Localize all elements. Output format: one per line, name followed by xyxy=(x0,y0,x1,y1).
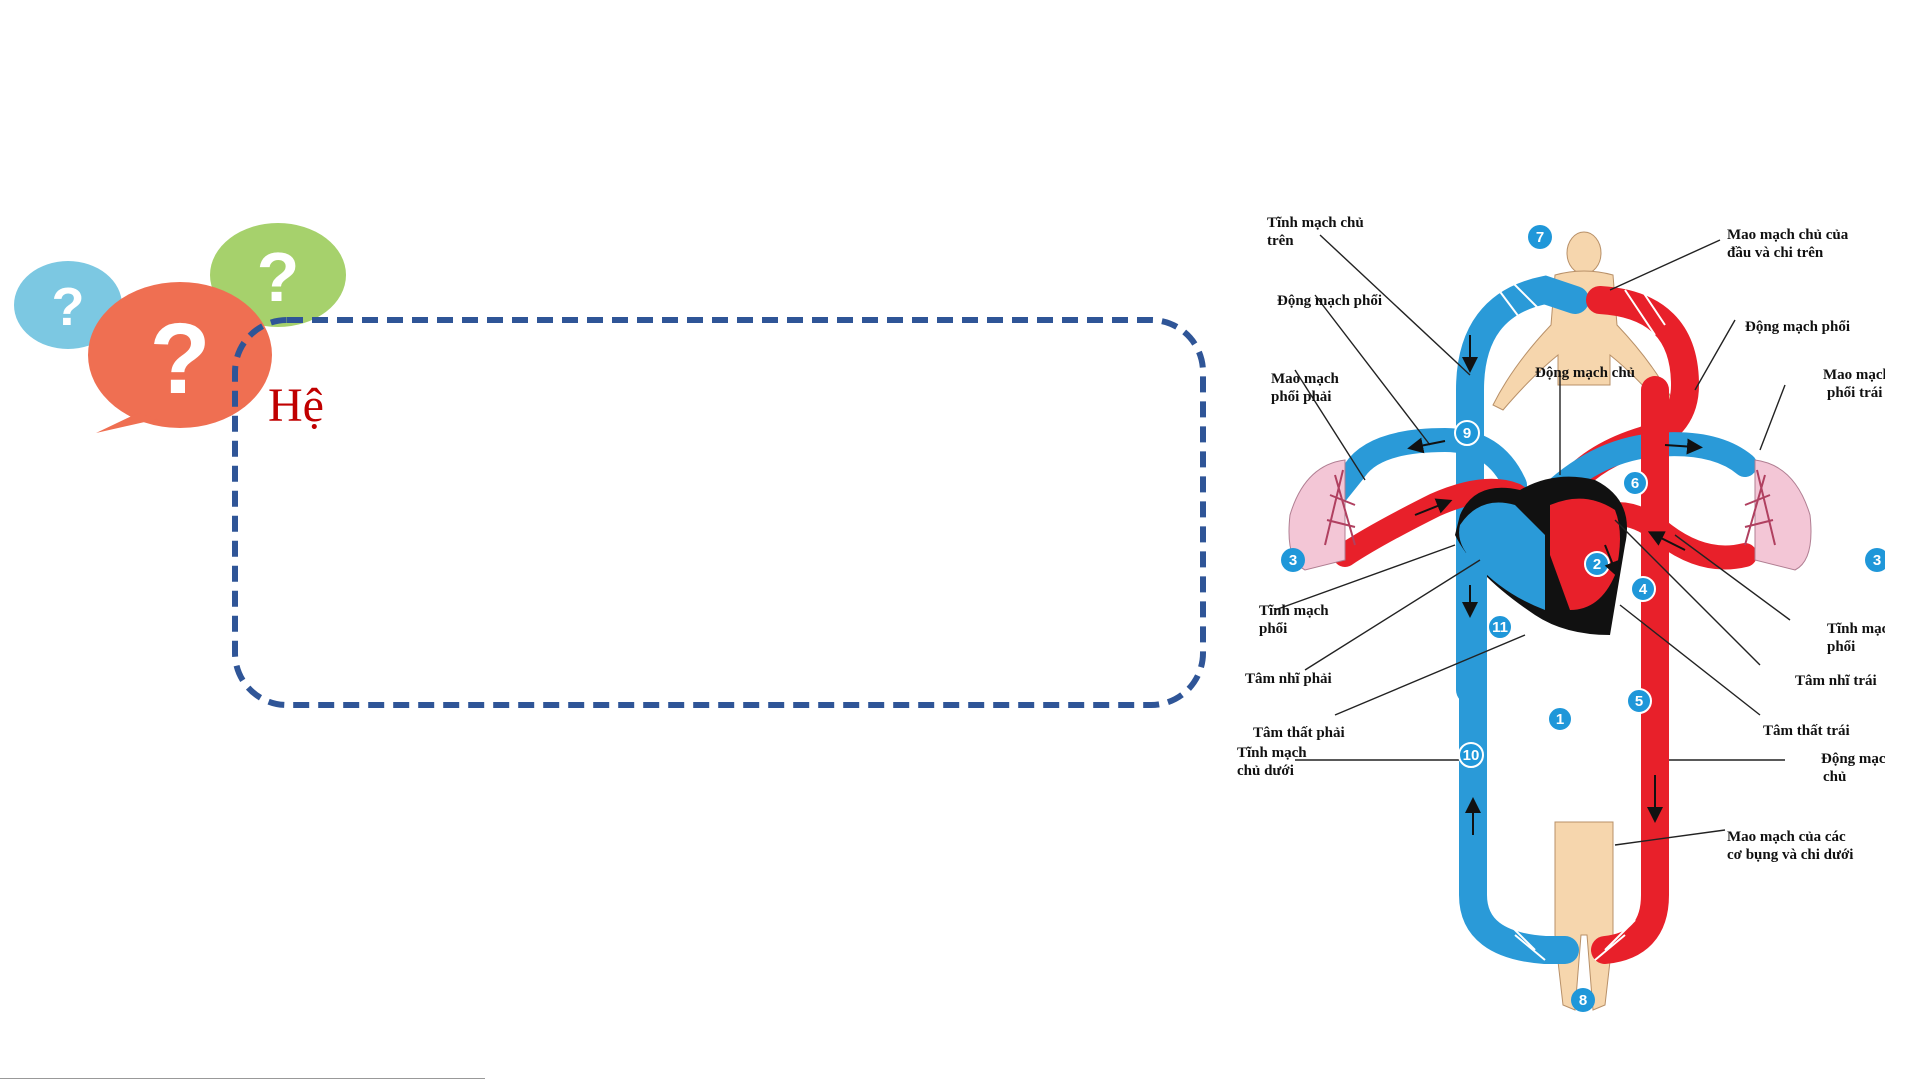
svg-text:Tâm thất trái: Tâm thất trái xyxy=(1763,723,1850,739)
svg-text:Tâm nhĩ trái: Tâm nhĩ trái xyxy=(1795,673,1877,689)
svg-text:3: 3 xyxy=(1873,552,1881,569)
label-mao-mach-phoi-phai-line2: phổi phải xyxy=(1271,389,1331,405)
badge-3-left: 3 xyxy=(1281,548,1305,572)
svg-text:Tĩnh mạch: Tĩnh mạch xyxy=(1237,745,1307,761)
question-bubbles: ? ? ? xyxy=(14,223,346,433)
svg-text:Động mạch phổi: Động mạch phổi xyxy=(1277,293,1382,309)
svg-text:Tâm thất phải: Tâm thất phải xyxy=(1253,725,1345,741)
lung-capillaries-left xyxy=(1324,469,1356,546)
upper-body-figure xyxy=(1492,231,1676,411)
label-mao-mach-co-bung-line2: cơ bụng và chi dưới xyxy=(1727,847,1853,863)
label-mao-mach-phoi-trai-line2: phổi trái xyxy=(1827,385,1882,401)
label-tinh-mach-chu-duoi-line2: chủ dưới xyxy=(1237,763,1294,779)
badge-3-right: 3 xyxy=(1865,548,1885,572)
badge-4: 4 xyxy=(1630,576,1656,602)
label-tinh-mach-phoi-right-line2: phổi xyxy=(1827,639,1855,655)
svg-text:10: 10 xyxy=(1463,747,1480,764)
badge-9: 9 xyxy=(1454,420,1480,446)
label-mao-mach-phoi-trai-line1: Mao mạch xyxy=(1823,367,1885,383)
label-tam-nhi-trai: Tâm nhĩ trái xyxy=(1795,673,1877,689)
blue-question-bubble-icon: ? xyxy=(14,261,122,355)
label-dong-mach-phoi-left: Động mạch phổi xyxy=(1277,293,1382,309)
badge-1: 1 xyxy=(1547,706,1573,732)
svg-text:Động mạch: Động mạch xyxy=(1821,751,1885,767)
bubble-glyph: ? xyxy=(52,277,85,337)
flow-arrows xyxy=(1407,335,1703,835)
svg-text:phổi: phổi xyxy=(1827,639,1855,655)
inferior-vena-cava-vessel xyxy=(1459,551,1579,964)
svg-text:3: 3 xyxy=(1289,552,1297,569)
label-tinh-mach-phoi-left-line2: phổi xyxy=(1259,621,1287,637)
badge-2: 2 xyxy=(1584,551,1610,577)
svg-text:đầu và chi trên: đầu và chi trên xyxy=(1727,245,1824,261)
label-tinh-mach-chu-duoi-line1: Tĩnh mạch xyxy=(1237,745,1307,761)
label-mao-mach-chu-dau-line2: đầu và chi trên xyxy=(1727,245,1824,261)
svg-text:cơ bụng và chi dưới: cơ bụng và chi dưới xyxy=(1727,847,1853,863)
label-tam-nhi-phai: Tâm nhĩ phải xyxy=(1245,671,1332,687)
lung-capillaries-right xyxy=(1744,469,1776,546)
label-mao-mach-chu-dau-line1: Mao mạch chủ của xyxy=(1727,227,1849,243)
badge-11: 11 xyxy=(1487,614,1513,640)
svg-text:7: 7 xyxy=(1536,229,1544,246)
label-mao-mach-co-bung-line1: Mao mạch của các xyxy=(1727,829,1846,845)
svg-text:6: 6 xyxy=(1631,475,1639,492)
head-capillaries xyxy=(1494,274,1666,336)
circulatory-system-diagram: Tĩnh mạch chủ trên Động mạch phổi Mao mạ… xyxy=(1237,215,1885,1012)
label-dong-mach-chu-right-line1: Động mạch xyxy=(1821,751,1885,767)
svg-text:5: 5 xyxy=(1635,693,1643,710)
svg-text:Mao mạch của các: Mao mạch của các xyxy=(1727,829,1846,845)
svg-text:phổi: phổi xyxy=(1259,621,1287,637)
leg-capillaries xyxy=(1504,919,1636,961)
orange-question-bubble-icon: ? xyxy=(88,282,272,433)
svg-text:Động mạch chủ: Động mạch chủ xyxy=(1535,365,1635,381)
label-mao-mach-phoi-phai-line1: Mao mạch xyxy=(1271,371,1340,387)
badge-7: 7 xyxy=(1528,225,1552,249)
svg-text:Động mạch phổi: Động mạch phổi xyxy=(1745,319,1850,335)
svg-text:2: 2 xyxy=(1593,556,1601,573)
svg-text:trên: trên xyxy=(1267,233,1294,249)
badge-5: 5 xyxy=(1626,688,1652,714)
descending-aorta-vessel xyxy=(1591,376,1669,964)
svg-text:chủ: chủ xyxy=(1823,769,1846,785)
leader-lines xyxy=(1274,234,1791,846)
dashed-content-frame xyxy=(232,317,1206,708)
heart-icon xyxy=(1455,476,1627,635)
label-dong-mach-chu-center: Động mạch chủ xyxy=(1535,365,1635,381)
bubble-glyph: ? xyxy=(257,238,300,316)
label-tinh-mach-chu-tren-line1: Tĩnh mạch chủ xyxy=(1267,215,1364,231)
label-tam-that-phai: Tâm thất phải xyxy=(1253,725,1345,741)
badge-10: 10 xyxy=(1458,742,1484,768)
svg-text:phổi trái: phổi trái xyxy=(1827,385,1882,401)
svg-text:9: 9 xyxy=(1463,425,1471,442)
label-dong-mach-phoi-right: Động mạch phổi xyxy=(1745,319,1850,335)
svg-text:Mao mạch: Mao mạch xyxy=(1271,371,1340,387)
superior-vena-cava-vessel xyxy=(1456,275,1589,704)
label-tinh-mach-phoi-right-line1: Tĩnh mạch xyxy=(1827,621,1885,637)
svg-text:Tâm nhĩ phải: Tâm nhĩ phải xyxy=(1245,671,1332,687)
badge-8: 8 xyxy=(1571,988,1595,1012)
footer-divider xyxy=(0,1078,485,1079)
green-question-bubble-icon: ? xyxy=(210,223,346,340)
label-dong-mach-chu-right-line2: chủ xyxy=(1823,769,1846,785)
label-tam-that-trai: Tâm thất trái xyxy=(1763,723,1850,739)
label-tinh-mach-phoi-left-line1: Tĩnh mạch xyxy=(1259,603,1329,619)
svg-text:chủ dưới: chủ dưới xyxy=(1237,763,1294,779)
lower-body-figure xyxy=(1554,821,1614,1011)
slide-heading: Hệ xyxy=(268,379,324,432)
svg-text:1: 1 xyxy=(1556,711,1564,728)
svg-text:Mao mạch chủ của: Mao mạch chủ của xyxy=(1727,227,1849,243)
svg-text:Mao mạch: Mao mạch xyxy=(1823,367,1885,383)
bubble-glyph: ? xyxy=(149,303,210,415)
svg-text:Tĩnh mạch: Tĩnh mạch xyxy=(1259,603,1329,619)
badge-6: 6 xyxy=(1622,470,1648,496)
svg-text:Tĩnh mạch: Tĩnh mạch xyxy=(1827,621,1885,637)
label-tinh-mach-chu-tren-line2: trên xyxy=(1267,233,1294,249)
svg-text:11: 11 xyxy=(1492,619,1508,636)
pulmonary-artery-left-vessel xyxy=(1323,427,1527,507)
svg-text:Tĩnh mạch chủ: Tĩnh mạch chủ xyxy=(1267,215,1364,231)
left-lung-icon xyxy=(1754,459,1812,571)
svg-text:4: 4 xyxy=(1639,581,1648,598)
svg-text:8: 8 xyxy=(1579,992,1587,1009)
svg-text:phổi phải: phổi phải xyxy=(1271,389,1331,405)
